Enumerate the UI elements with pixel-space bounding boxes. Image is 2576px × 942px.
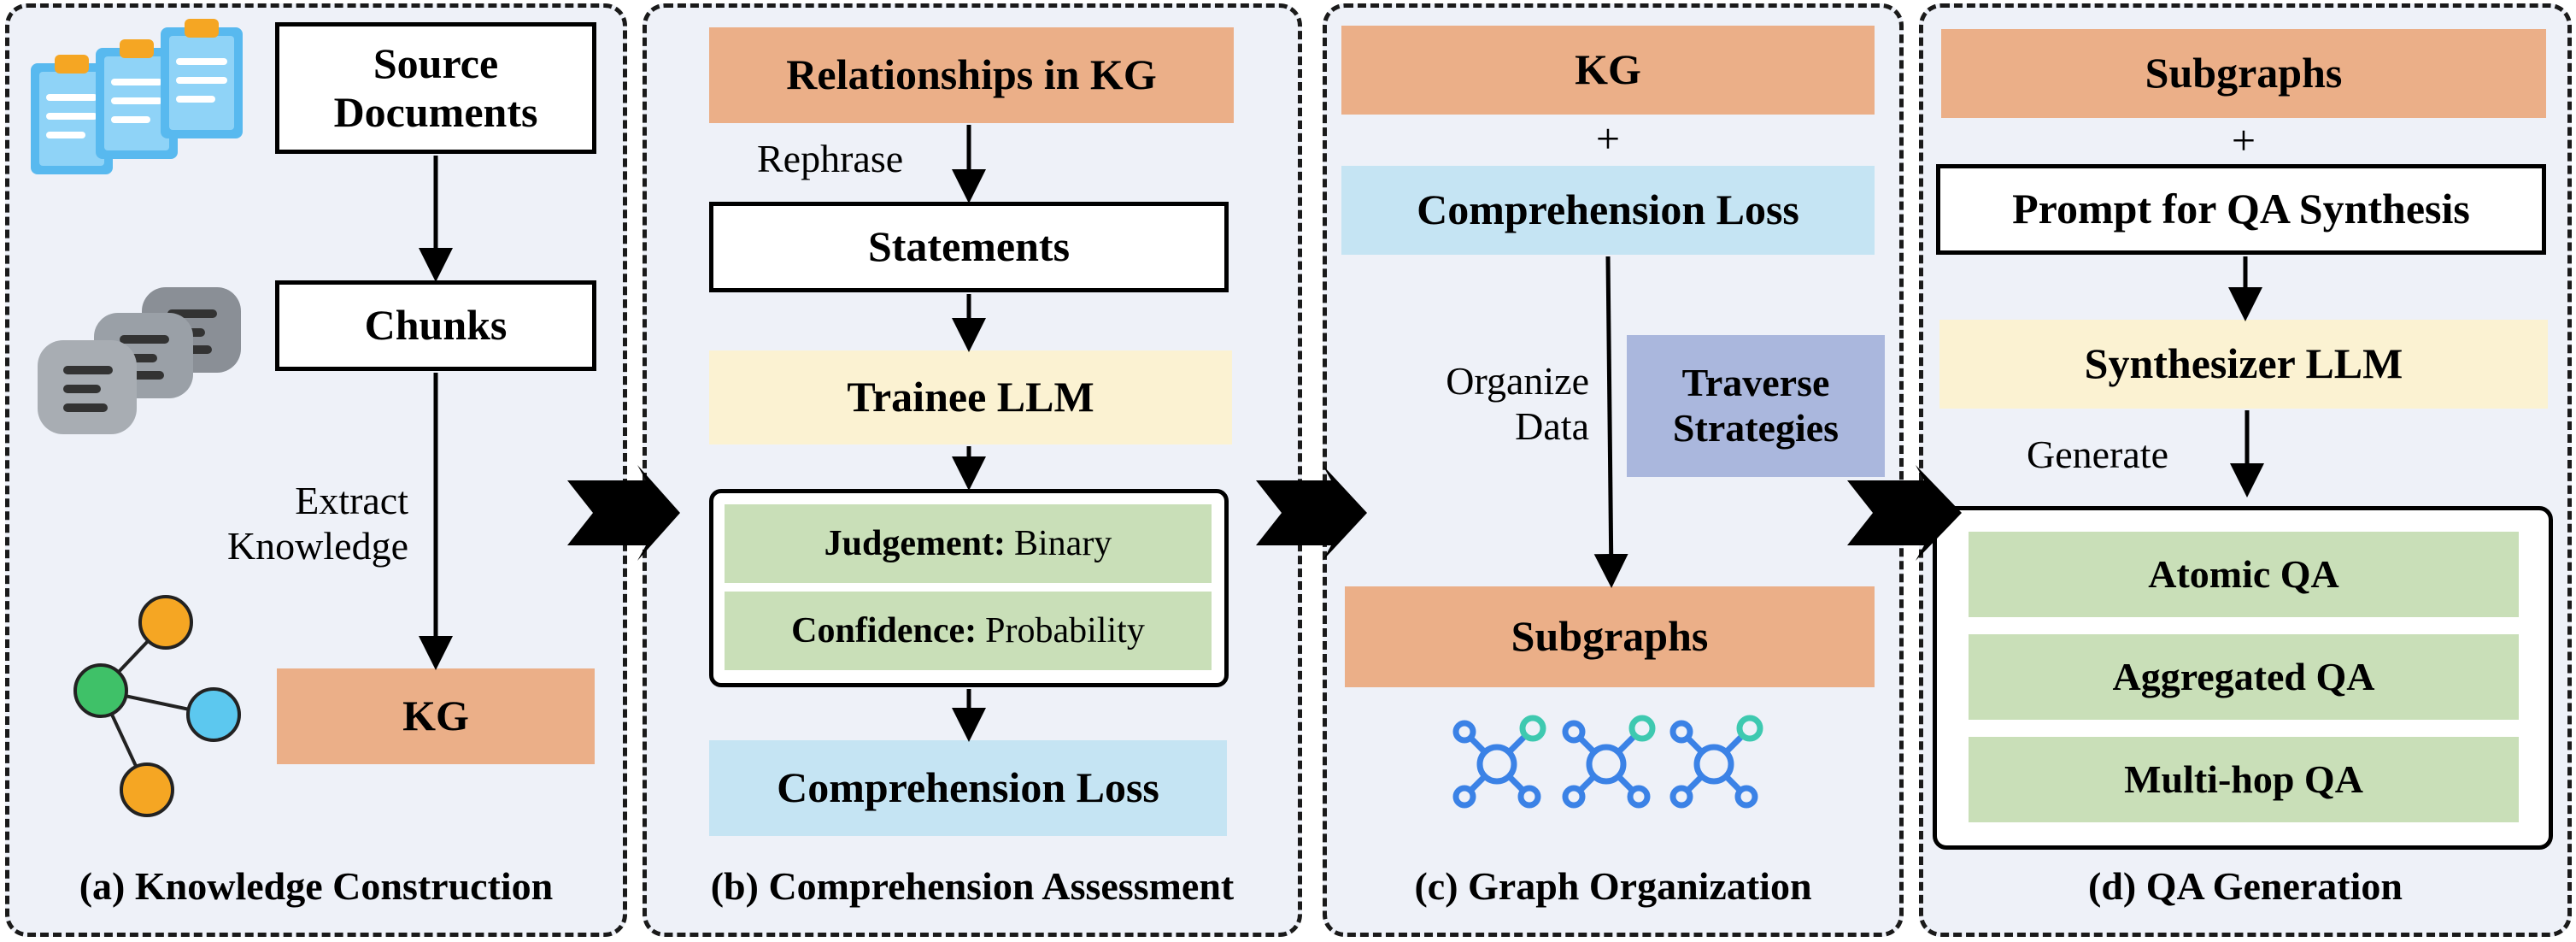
comprehension-loss-box-c: Comprehension Loss [1341,166,1875,255]
synthesizer-llm-label: Synthesizer LLM [2084,339,2403,388]
plus-sign-c: + [1595,115,1621,162]
synthesizer-llm-box: Synthesizer LLM [1939,320,2548,409]
source-documents-box: Source Documents [275,22,596,154]
organize-data-label: Organize Data [1446,359,1589,448]
aggregated-qa-label: Aggregated QA [2112,654,2375,698]
confidence-key: Confidence: [791,611,977,651]
caption-graph-organization: (c) Graph Organization [1414,864,1812,908]
judgement-row: Judgement: Binary [725,504,1212,583]
judgement-key: Judgement: [824,524,1006,563]
comprehension-loss-label-b: Comprehension Loss [777,763,1159,812]
source-documents-label: Source Documents [333,38,538,137]
multi-hop-qa-box: Multi-hop QA [1969,737,2519,822]
confidence-value: Probability [985,611,1145,651]
traverse-strategies-box: Traverse Strategies [1627,335,1885,477]
prompt-qa-synthesis-label: Prompt for QA Synthesis [2012,185,2470,233]
caption-knowledge-construction: (a) Knowledge Construction [79,864,554,908]
subgraphs-box-c: Subgraphs [1345,586,1875,687]
extract-knowledge-label: Extract Knowledge [226,479,408,568]
kg-label-c: KG [1575,45,1641,94]
comprehension-loss-label-c: Comprehension Loss [1417,185,1799,234]
plus-sign-d: + [2231,116,2256,164]
multi-hop-qa-label: Multi-hop QA [2124,757,2363,801]
chunks-label: Chunks [364,301,508,350]
judgement-value: Binary [1014,524,1112,563]
atomic-qa-box: Atomic QA [1969,532,2519,617]
generate-label: Generate [2027,433,2168,476]
caption-comprehension-assessment: (b) Comprehension Assessment [710,864,1235,908]
prompt-qa-synthesis-box: Prompt for QA Synthesis [1936,164,2546,255]
comprehension-loss-box-b: Comprehension Loss [709,740,1227,836]
trainee-llm-label: Trainee LLM [847,373,1094,421]
traverse-strategies-label: Traverse Strategies [1672,361,1840,450]
rephrase-label: Rephrase [757,137,904,180]
subgraphs-box-d: Subgraphs [1941,29,2546,118]
caption-qa-generation: (d) QA Generation [2088,864,2403,908]
kg-box: KG [277,668,595,764]
aggregated-qa-box: Aggregated QA [1969,634,2519,720]
chunks-box: Chunks [275,280,596,371]
kg-label: KG [402,692,469,740]
subgraphs-label-c: Subgraphs [1511,612,1709,661]
statements-box: Statements [709,202,1229,292]
atomic-qa-label: Atomic QA [2148,551,2339,596]
confidence-row: Confidence: Probability [725,592,1212,670]
kg-box-c: KG [1341,26,1875,115]
subgraphs-label-d: Subgraphs [2145,49,2343,97]
statements-label: Statements [867,222,1071,271]
relationships-label: Relationships in KG [786,50,1157,99]
trainee-llm-box: Trainee LLM [709,350,1232,445]
relationships-in-kg-box: Relationships in KG [709,27,1234,123]
